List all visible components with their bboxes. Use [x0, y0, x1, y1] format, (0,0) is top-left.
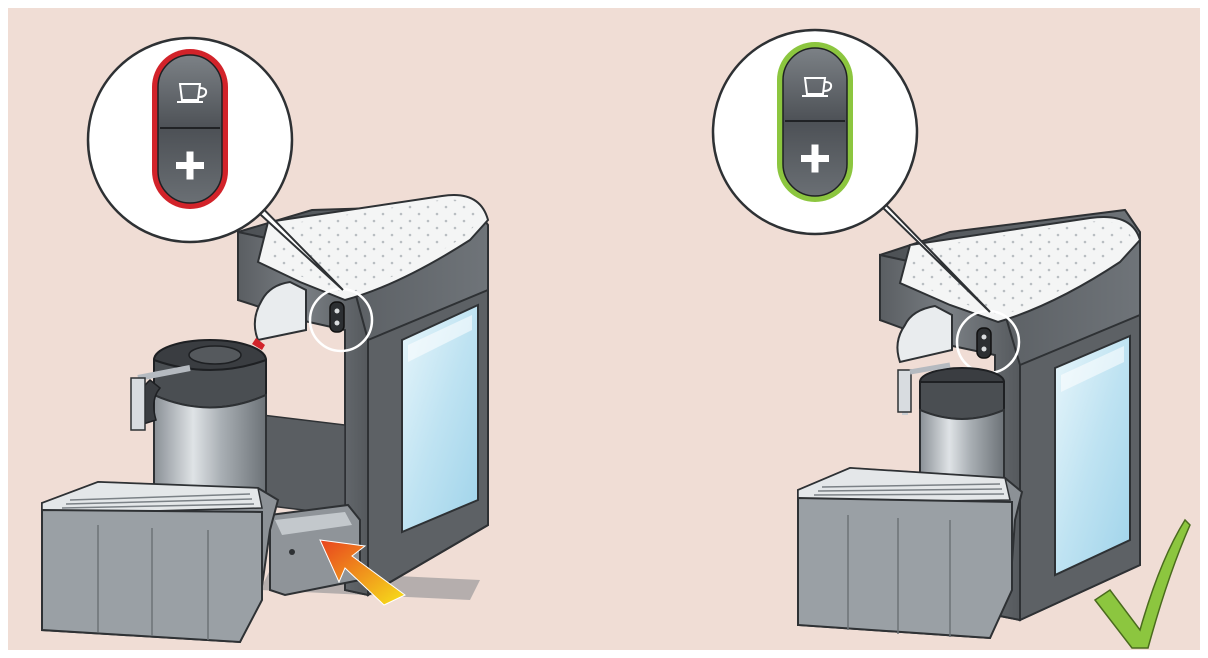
coffee-cup-icon [177, 83, 208, 103]
coffee-machine-after [797, 208, 1142, 640]
coffee-cup-icon [802, 77, 833, 97]
button-callout-before [86, 36, 344, 291]
plus-icon [801, 144, 829, 173]
coffee-machine-before [41, 194, 490, 644]
push-arrow-icon [319, 539, 406, 606]
button-callout-after [711, 28, 991, 313]
checkmark-icon [1093, 518, 1191, 649]
plus-icon [176, 151, 204, 180]
